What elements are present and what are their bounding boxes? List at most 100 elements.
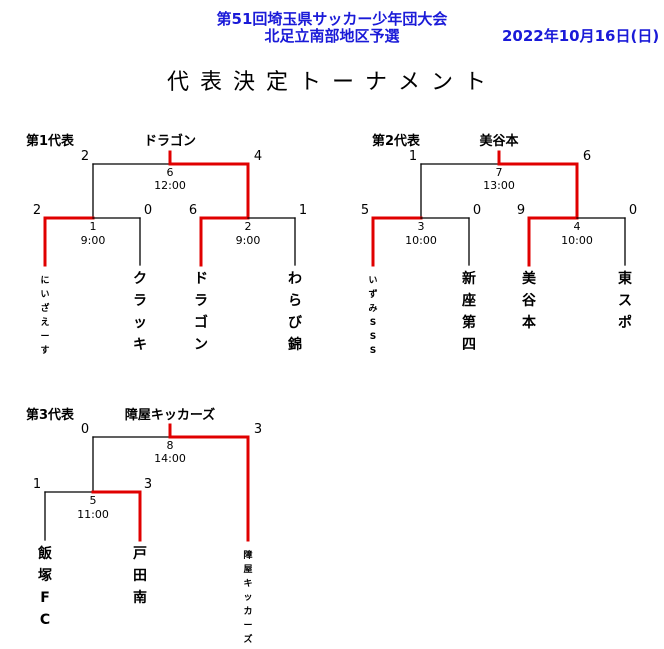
semi-score-left: 2 <box>33 203 41 218</box>
svg-text:に: に <box>40 275 49 286</box>
svg-text:戸: 戸 <box>133 546 147 562</box>
svg-text:南: 南 <box>133 589 147 606</box>
svg-text:び: び <box>288 315 303 331</box>
team-name: 東スポ <box>618 270 632 331</box>
svg-text:F: F <box>40 590 50 606</box>
region-title: 北足立南部地区予選 <box>264 27 400 45</box>
svg-text:ス: ス <box>618 293 632 309</box>
svg-text:い: い <box>368 276 377 286</box>
svg-text:美: 美 <box>522 270 537 287</box>
semi-score-right: 1 <box>299 203 307 218</box>
svg-text:座: 座 <box>462 292 476 309</box>
semi-game-number: 3 <box>418 220 425 233</box>
svg-text:四: 四 <box>462 337 476 353</box>
svg-text:ポ: ポ <box>618 314 632 331</box>
svg-text:障: 障 <box>243 549 252 561</box>
svg-text:飯: 飯 <box>37 545 53 562</box>
semi-time: 11:00 <box>77 508 109 521</box>
winner-name: ドラゴン <box>144 133 196 149</box>
svg-text:S: S <box>370 346 376 356</box>
svg-text:S: S <box>370 332 376 342</box>
svg-text:ズ: ズ <box>243 633 252 645</box>
semi-time: 9:00 <box>81 234 106 247</box>
semi-score-right: 0 <box>629 203 637 218</box>
semi-score-left: 1 <box>33 477 41 492</box>
semi-time: 10:00 <box>405 234 437 247</box>
winner-name: 美谷本 <box>479 133 518 149</box>
tournament-title: 第51回埼玉県サッカー少年団大会 <box>216 10 448 28</box>
team-name: 障屋キッカーズ <box>243 549 252 645</box>
svg-text:ー: ー <box>243 621 252 631</box>
final-score-right: 6 <box>583 149 591 164</box>
final-time: 13:00 <box>483 179 515 192</box>
svg-text:ざ: ざ <box>40 302 49 314</box>
semi-time: 9:00 <box>236 234 261 247</box>
event-date: 2022年10月16日(日) <box>502 27 660 45</box>
svg-text:ド: ド <box>194 271 208 287</box>
svg-text:キ: キ <box>243 578 252 589</box>
svg-text:ク: ク <box>133 271 147 287</box>
semi-score-right: 3 <box>144 477 152 492</box>
svg-text:C: C <box>40 612 50 628</box>
svg-text:谷: 谷 <box>522 293 537 309</box>
final-score-right: 3 <box>254 422 262 437</box>
bracket-label: 第2代表 <box>372 133 421 149</box>
semi-score-left: 6 <box>189 203 197 218</box>
semi-score-right: 0 <box>473 203 481 218</box>
svg-text:ず: ず <box>368 288 377 300</box>
svg-text:第: 第 <box>462 314 476 331</box>
semi-game-number: 4 <box>574 220 581 233</box>
svg-text:え: え <box>40 317 49 328</box>
svg-text:い: い <box>40 290 49 300</box>
svg-text:み: み <box>368 303 377 314</box>
svg-text:錦: 錦 <box>288 336 302 353</box>
team-name: 美谷本 <box>522 270 537 331</box>
svg-text:田: 田 <box>133 568 147 584</box>
final-time: 14:00 <box>154 452 186 465</box>
team-name: 戸田南 <box>133 546 147 606</box>
semi-score-right: 0 <box>144 203 152 218</box>
final-score-right: 4 <box>254 149 262 164</box>
svg-text:ッ: ッ <box>243 593 252 603</box>
svg-text:す: す <box>40 345 49 356</box>
svg-text:屋: 屋 <box>243 564 252 575</box>
svg-text:ッ: ッ <box>133 315 147 331</box>
semi-game-number: 2 <box>245 220 252 233</box>
final-time: 12:00 <box>154 179 186 192</box>
semi-game-number: 5 <box>90 494 97 507</box>
bracket-label: 第3代表 <box>26 407 75 423</box>
semi-score-left: 9 <box>517 203 525 218</box>
team-name: ドラゴン <box>194 271 208 353</box>
final-game-number: 8 <box>167 439 174 452</box>
svg-text:本: 本 <box>522 314 537 331</box>
svg-text:ラ: ラ <box>133 293 147 309</box>
svg-text:塚: 塚 <box>38 568 52 584</box>
svg-text:ら: ら <box>288 293 302 309</box>
page-title: 代表決定トーナメント <box>166 70 497 95</box>
svg-text:ー: ー <box>40 332 49 342</box>
bracket-label: 第1代表 <box>26 133 75 149</box>
final-game-number: 6 <box>167 166 174 179</box>
winner-name: 障屋キッカーズ <box>125 407 215 423</box>
final-score-left: 0 <box>81 422 89 437</box>
svg-text:キ: キ <box>133 337 147 353</box>
svg-text:ン: ン <box>194 337 208 353</box>
final-score-left: 1 <box>409 149 417 164</box>
svg-text:S: S <box>370 318 376 328</box>
semi-game-number: 1 <box>90 220 97 233</box>
svg-text:東: 東 <box>618 270 632 287</box>
svg-text:カ: カ <box>243 606 252 617</box>
final-game-number: 7 <box>496 166 503 179</box>
final-score-left: 2 <box>81 149 89 164</box>
svg-text:ゴ: ゴ <box>194 314 208 331</box>
semi-time: 10:00 <box>561 234 593 247</box>
svg-text:ラ: ラ <box>194 293 208 309</box>
semi-score-left: 5 <box>361 203 369 218</box>
